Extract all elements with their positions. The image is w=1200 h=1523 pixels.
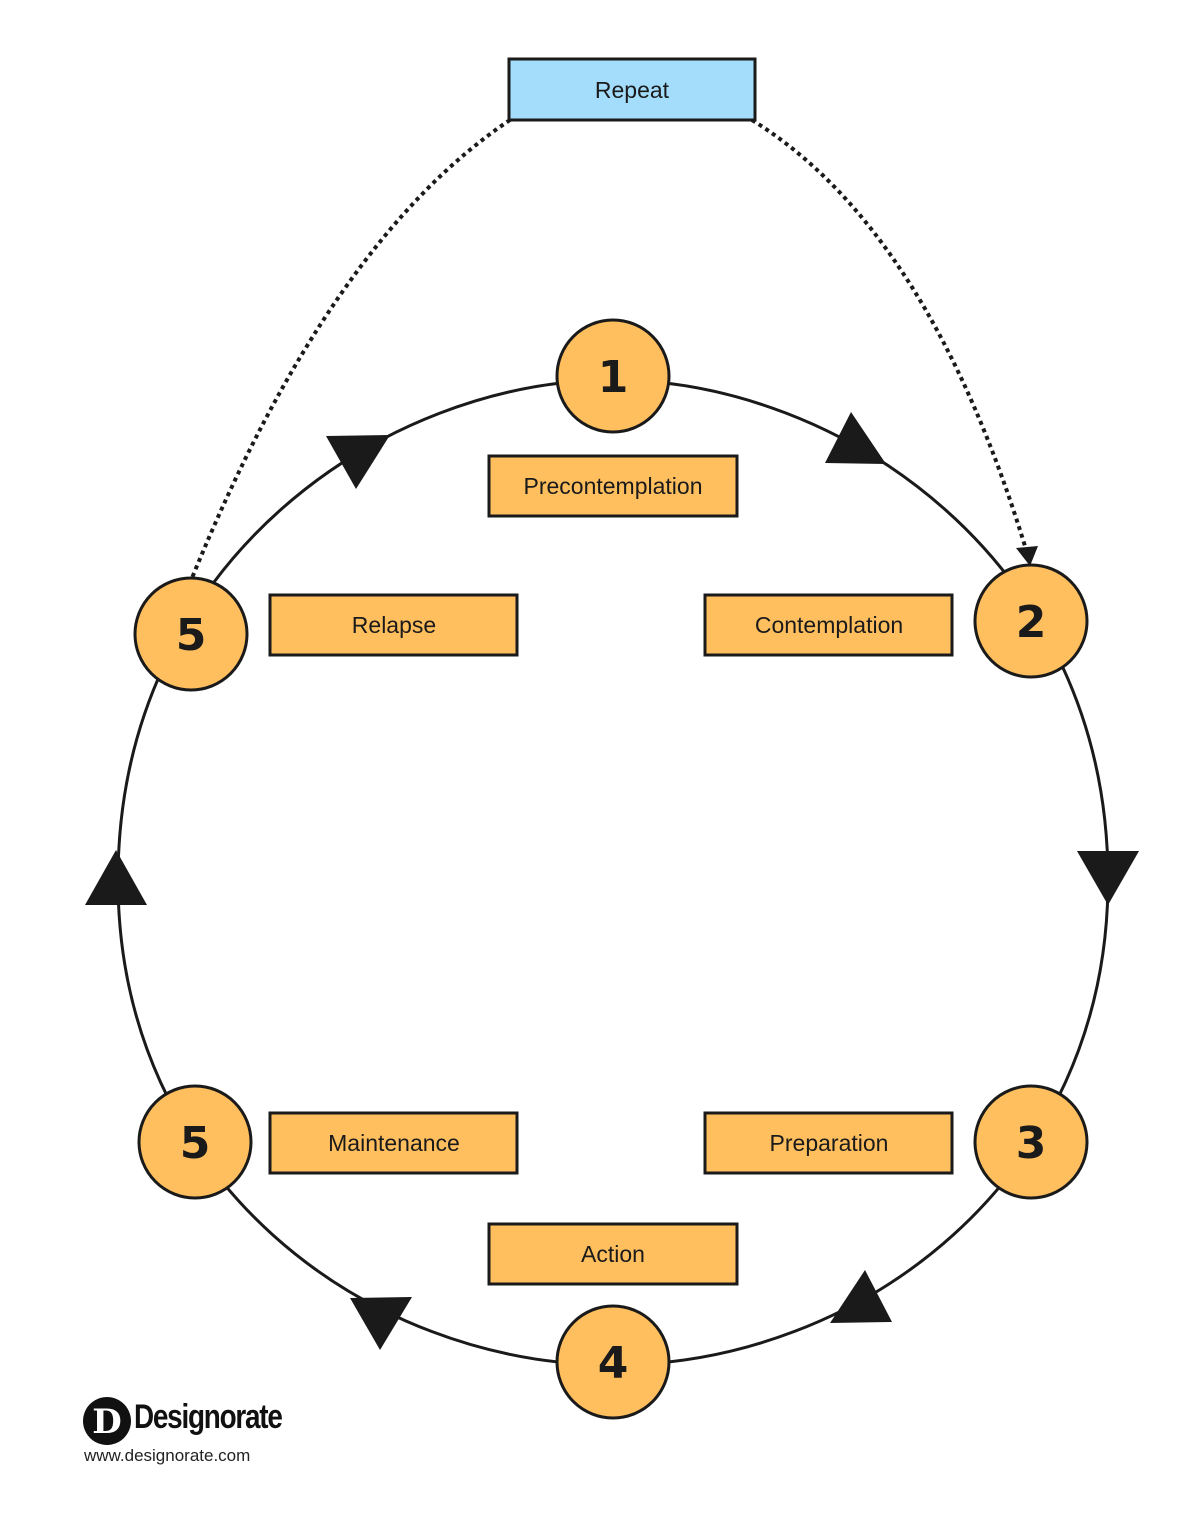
- stage-number-5-relapse: 5: [176, 610, 207, 661]
- brand-url: www.designorate.com: [84, 1446, 251, 1465]
- maintenance-label: Maintenance: [328, 1130, 460, 1156]
- relapse-label: Relapse: [352, 612, 436, 638]
- stage-number-4: 4: [598, 1338, 629, 1389]
- repeat-connector-left: [190, 118, 512, 579]
- repeat-arrowhead: [1016, 546, 1038, 566]
- arrow-1-to-2: [825, 412, 886, 464]
- repeat-connector-right: [750, 118, 1030, 557]
- precontemplation-box: [487, 454, 739, 518]
- precontemplation-label: Precontemplation: [524, 473, 703, 499]
- action-box: [487, 1222, 739, 1286]
- stage-number-5-maintenance: 5: [180, 1118, 211, 1169]
- maintenance-box: [268, 1111, 519, 1175]
- brand-watermark: D Designorate www.designorate.com: [82, 1396, 302, 1476]
- arrow-3-to-4: [830, 1270, 892, 1323]
- stage-node-2: 2: [973, 563, 1089, 679]
- stage-node-5-maintenance: 5: [137, 1084, 253, 1200]
- stage-node-1: 1: [555, 318, 671, 434]
- arrow-relapse-to-1: [326, 435, 390, 489]
- preparation-box: [703, 1111, 954, 1175]
- relapse-box: [268, 593, 519, 657]
- preparation-label: Preparation: [770, 1130, 889, 1156]
- stage-number-1: 1: [598, 352, 629, 403]
- stage-node-5-relapse: 5: [133, 576, 249, 692]
- action-label: Action: [581, 1241, 645, 1267]
- stage-node-4: 4: [555, 1304, 671, 1420]
- repeat-label: Repeat: [595, 77, 670, 103]
- stage-number-2: 2: [1016, 597, 1047, 648]
- arrow-4-to-5: [350, 1297, 412, 1350]
- arrow-5-to-relapse: [85, 850, 147, 905]
- cycle-path: [116, 378, 1110, 1367]
- logo-letter: D: [92, 1402, 121, 1442]
- repeat-box: [507, 57, 757, 122]
- stage-number-3: 3: [1016, 1118, 1047, 1169]
- contemplation-label: Contemplation: [755, 612, 903, 638]
- stage-node-3: 3: [973, 1084, 1089, 1200]
- designorate-logo-icon: D: [83, 1397, 131, 1445]
- brand-name: Designorate: [134, 1398, 283, 1436]
- contemplation-box: [703, 593, 954, 657]
- arrow-2-to-3: [1077, 851, 1139, 905]
